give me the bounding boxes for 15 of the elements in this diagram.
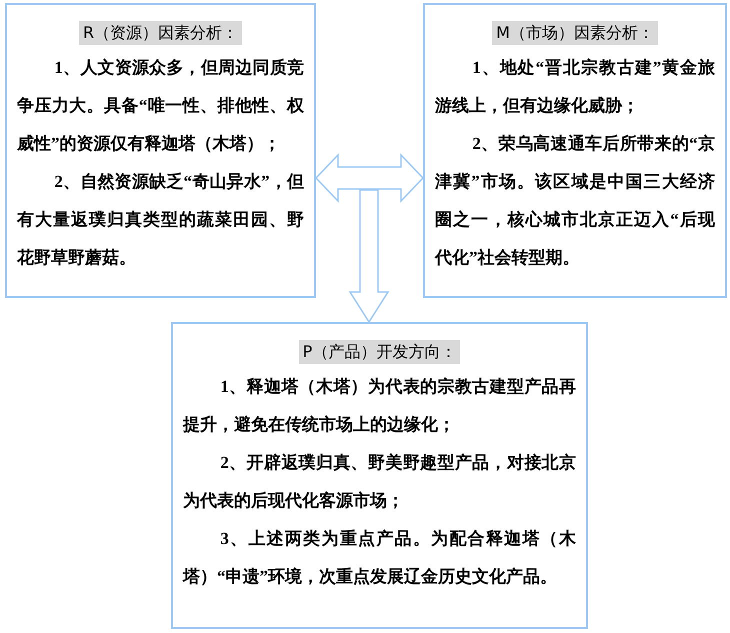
paragraph: 2、开辟返璞归真、野美野趣型产品，对接北京为代表的后现代化客源市场； xyxy=(183,452,576,512)
paragraph: 2、自然资源缺乏“奇山异水”，但有大量返璞归真类型的蔬菜田园、野花野草野蘑菇。 xyxy=(17,171,304,269)
text-box xyxy=(171,322,588,629)
double-arrow xyxy=(314,153,424,203)
paragraph: 1、地处“晋北宗教古建”黄金旅游线上，但有边缘化威胁； xyxy=(435,57,715,117)
box-heading: M（市场）因素分析： xyxy=(492,21,658,45)
paragraph: 2、荣乌高速通车后所带来的“京津冀”市场。该区域是中国三大经济圈之一，核心城市北京正迈入“后现代化”社会转型期。 xyxy=(435,133,715,269)
paragraph: 1、人文资源众多，但周边同质竞争压力大。具备“唯一性、排他性、权威性”的资源仅有释迦塔（木塔）； xyxy=(17,57,304,155)
down-arrow xyxy=(348,189,390,324)
paragraph: 1、释迦塔（木塔）为代表的宗教古建型产品再提升，避免在传统市场上的边缘化； xyxy=(183,376,576,436)
text-box xyxy=(5,3,316,298)
text-box xyxy=(423,3,727,298)
box-heading: R（资源）因素分析： xyxy=(78,21,242,45)
paragraph: 3、上述两类为重点产品。为配合释迦塔（木塔）“申遗”环境，次重点发展辽金历史文化产品。 xyxy=(183,528,576,588)
box-heading: P（产品）开发方向： xyxy=(298,340,460,364)
